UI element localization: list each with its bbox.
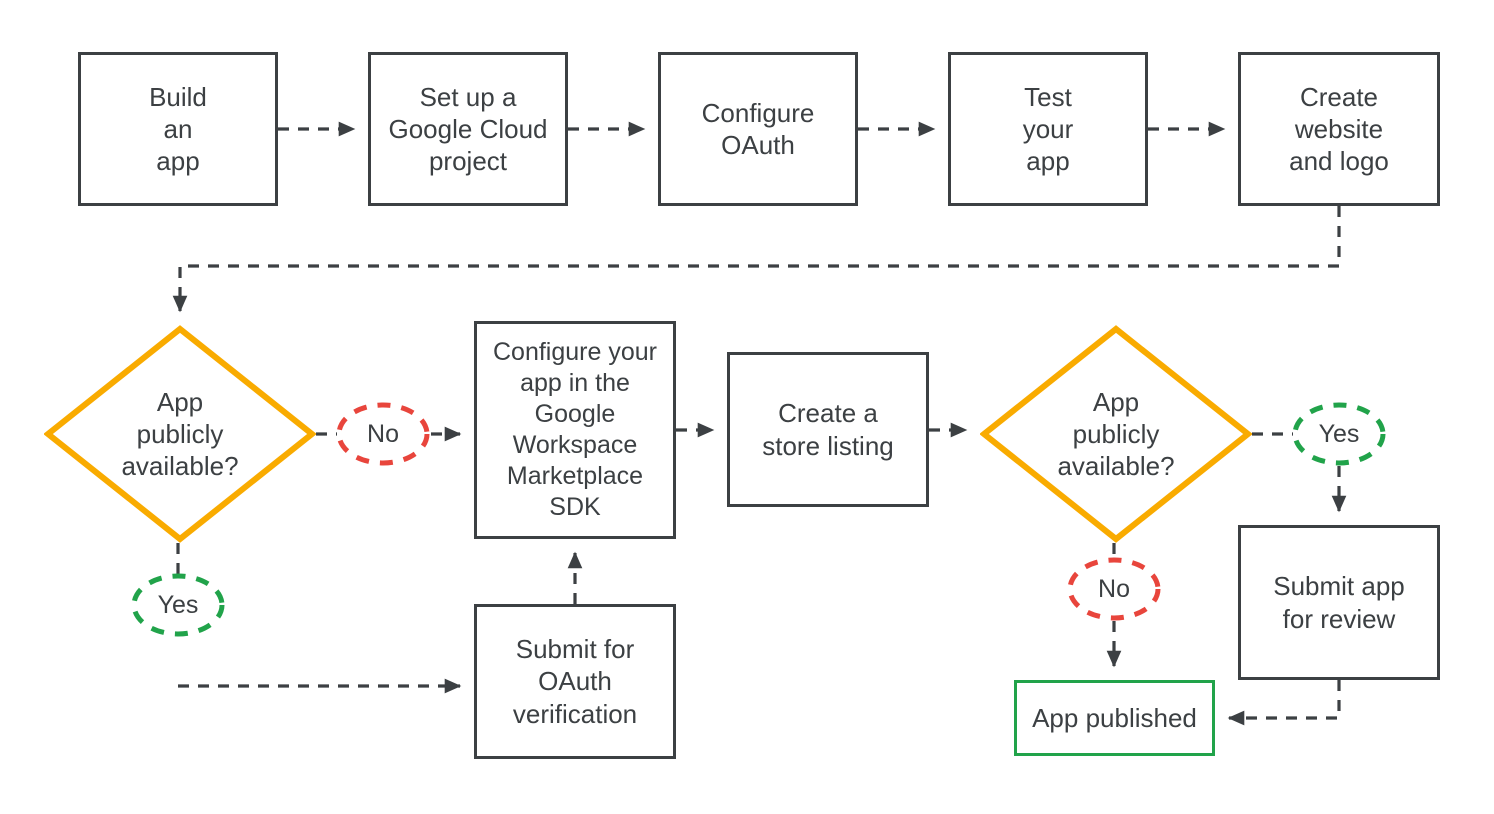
ellipse-no: [1067, 557, 1161, 621]
edge-label-text: No: [367, 419, 399, 448]
ellipse-yes: [131, 573, 225, 637]
edge-label-yes-right: Yes: [1291, 402, 1387, 466]
node-decision-app-publicly-available-left[interactable]: App publicly available?: [44, 325, 316, 543]
edge-review-to-published: [1227, 680, 1341, 726]
edge-label-text: Yes: [1318, 419, 1360, 448]
diamond-shape: [980, 325, 1252, 543]
edge-label-text: Yes: [157, 590, 199, 619]
node-set-up-gcp-project[interactable]: Set up a Google Cloud project: [368, 52, 568, 206]
node-app-published[interactable]: App published: [1014, 680, 1215, 756]
node-configure-marketplace-sdk[interactable]: Configure your app in the Google Workspa…: [474, 321, 676, 539]
node-submit-app-for-review[interactable]: Submit app for review: [1238, 525, 1440, 680]
node-create-website-and-logo[interactable]: Create website and logo: [1238, 52, 1440, 206]
edge-label-no-left: No: [335, 402, 431, 466]
edge-website-to-decision-left: [172, 206, 1341, 313]
node-submit-oauth-verification[interactable]: Submit for OAuth verification: [474, 604, 676, 759]
decision-left-label: App publicly available?: [121, 386, 239, 482]
node-configure-oauth[interactable]: Configure OAuth: [658, 52, 858, 206]
node-decision-app-publicly-available-right[interactable]: App publicly available?: [980, 325, 1252, 543]
edge-label-text: No: [1098, 574, 1130, 603]
edge-label-no-right: No: [1066, 557, 1162, 621]
ellipse-yes: [1292, 402, 1386, 466]
edge-label-yes-left: Yes: [130, 573, 226, 637]
decision-right-label: App publicly available?: [1057, 386, 1175, 482]
node-build-an-app[interactable]: Build an app: [78, 52, 278, 206]
ellipse-no: [336, 402, 430, 466]
node-test-your-app[interactable]: Test your app: [948, 52, 1148, 206]
diamond-shape: [44, 325, 316, 543]
node-create-store-listing[interactable]: Create a store listing: [727, 352, 929, 507]
